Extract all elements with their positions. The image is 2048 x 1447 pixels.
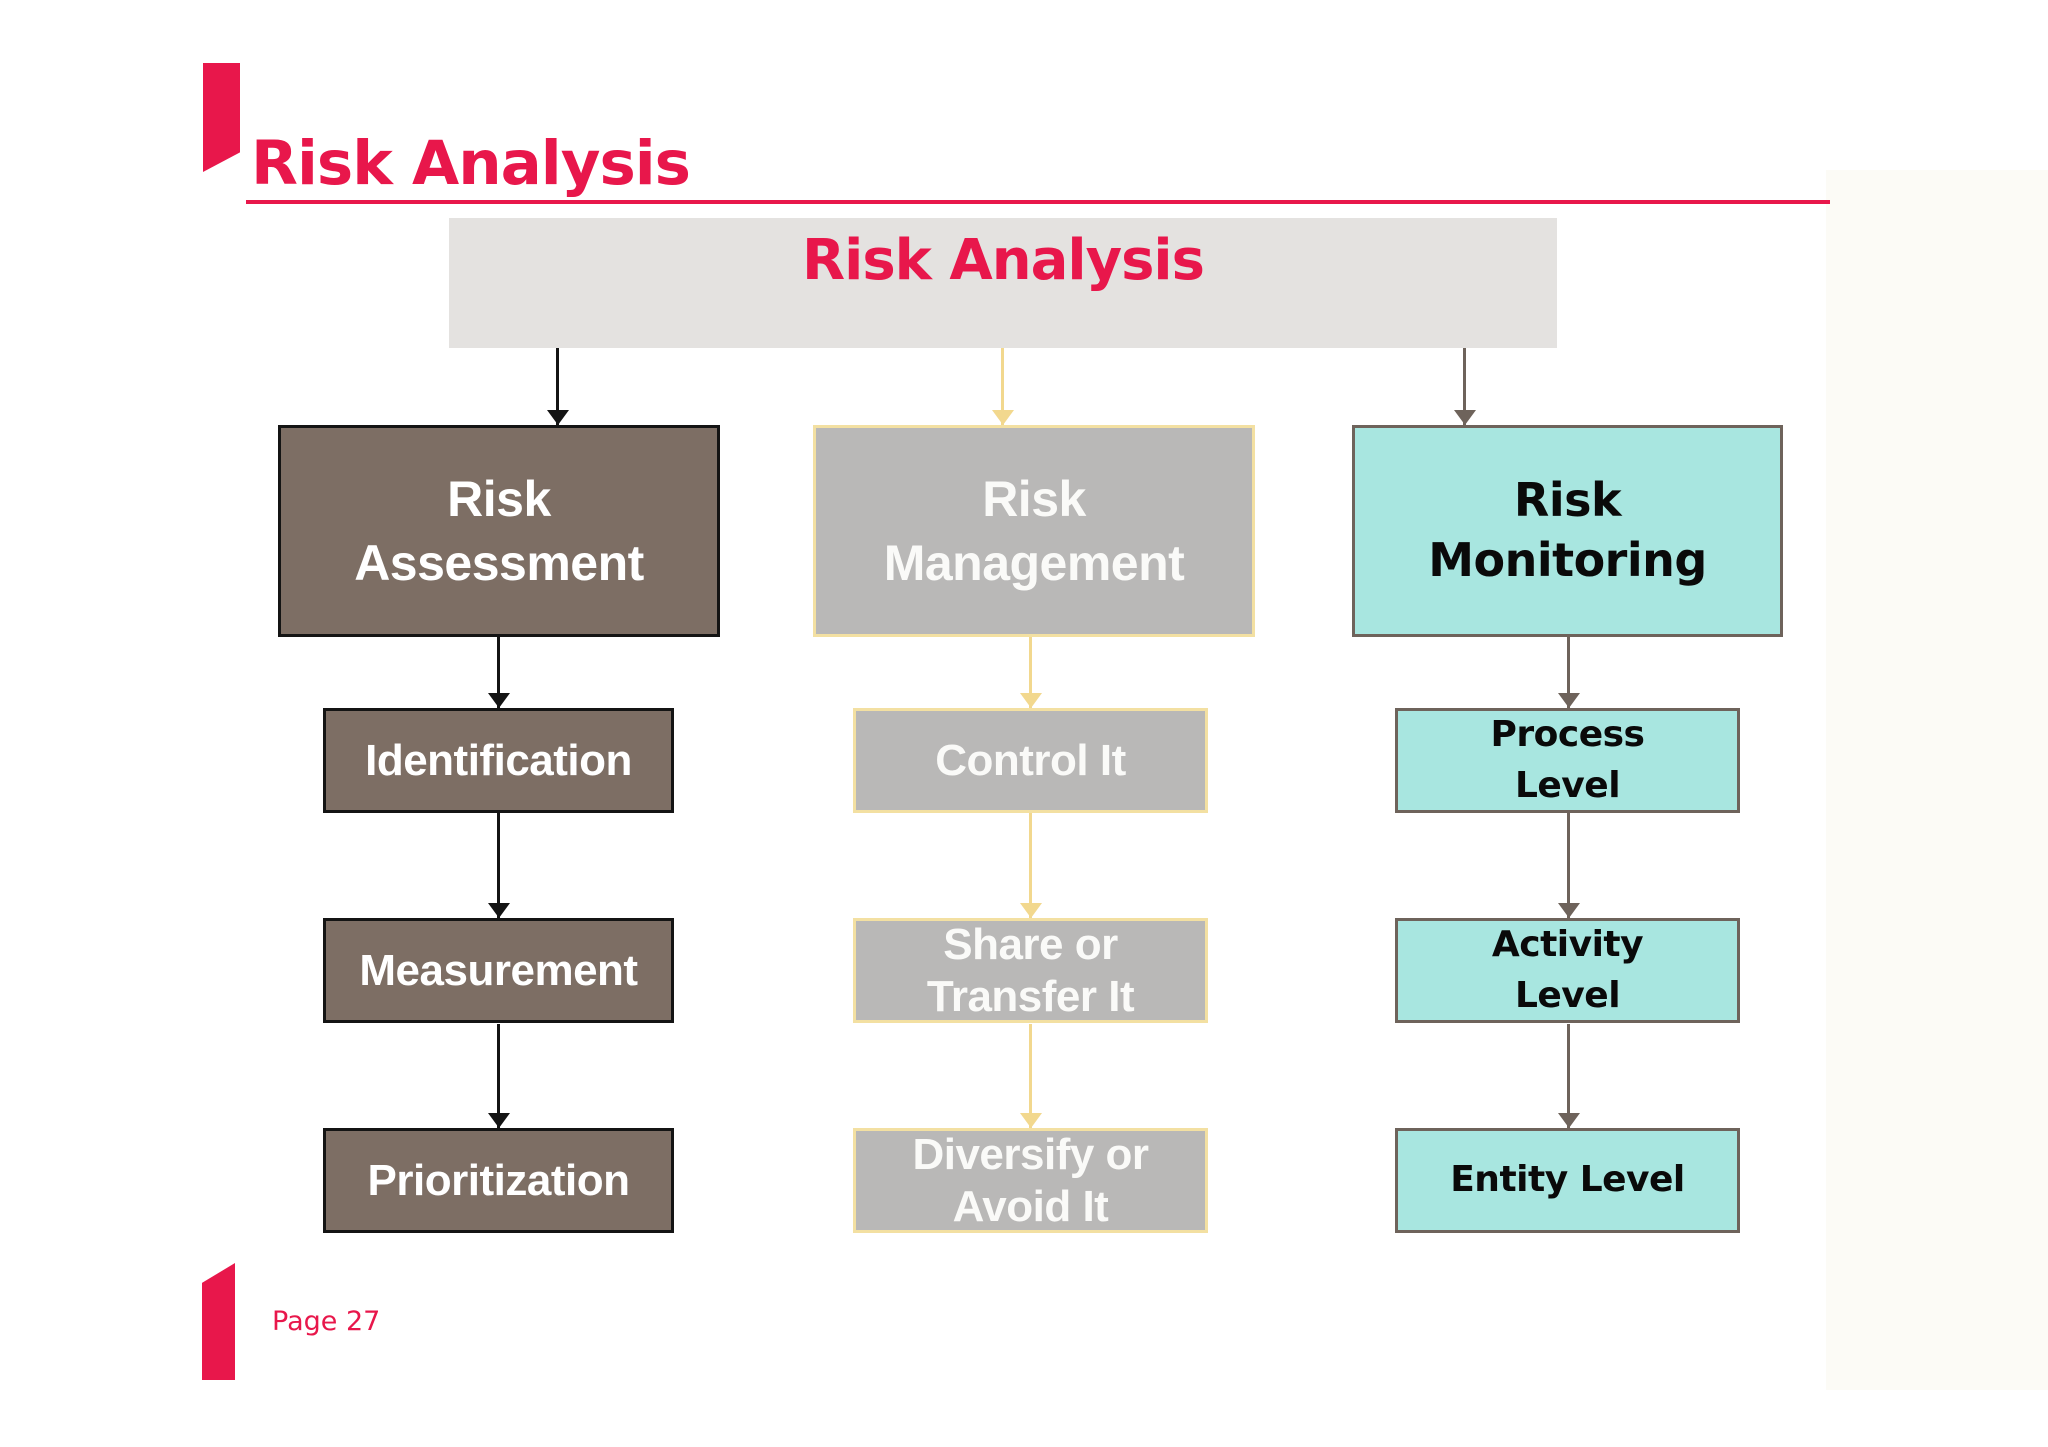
title-underline bbox=[246, 200, 1830, 204]
arrow-activity-to-entity-level bbox=[1557, 1024, 1580, 1128]
title-accent-shape bbox=[203, 63, 240, 172]
diagram-root-node: Risk Analysis bbox=[449, 218, 1557, 348]
page-title: Risk Analysis bbox=[251, 128, 691, 199]
arrow-assessment-to-identification bbox=[487, 637, 510, 708]
node-process-level: Process Level bbox=[1395, 708, 1740, 813]
node-risk-assessment: Risk Assessment bbox=[278, 425, 720, 637]
node-entity-level: Entity Level bbox=[1395, 1128, 1740, 1233]
node-control-it: Control It bbox=[853, 708, 1208, 813]
node-activity-level: Activity Level bbox=[1395, 918, 1740, 1023]
arrow-root-to-risk-assessment bbox=[546, 348, 569, 425]
arrow-identification-to-measurement bbox=[487, 813, 510, 918]
arrow-control-to-share-transfer bbox=[1019, 813, 1042, 918]
node-measurement: Measurement bbox=[323, 918, 674, 1023]
node-identification: Identification bbox=[323, 708, 674, 813]
node-share-or-transfer-it: Share or Transfer It bbox=[853, 918, 1208, 1023]
arrow-management-to-control-it bbox=[1019, 637, 1042, 708]
arrow-monitoring-to-process-level bbox=[1557, 637, 1580, 708]
node-risk-monitoring: Risk Monitoring bbox=[1352, 425, 1783, 637]
diagram-root-label: Risk Analysis bbox=[802, 228, 1205, 293]
arrow-measurement-to-prioritization bbox=[487, 1024, 510, 1128]
arrow-root-to-risk-monitoring bbox=[1453, 348, 1476, 425]
footer-accent-shape bbox=[202, 1263, 235, 1380]
node-risk-management: Risk Management bbox=[813, 425, 1255, 637]
node-diversify-or-avoid-it: Diversify or Avoid It bbox=[853, 1128, 1208, 1233]
arrow-process-to-activity-level bbox=[1557, 813, 1580, 918]
node-prioritization: Prioritization bbox=[323, 1128, 674, 1233]
page-number-label: Page 27 bbox=[272, 1306, 381, 1337]
background-tint-strip bbox=[1826, 170, 2048, 1390]
arrow-root-to-risk-management bbox=[991, 348, 1014, 425]
arrow-share-to-diversify-avoid bbox=[1019, 1024, 1042, 1128]
